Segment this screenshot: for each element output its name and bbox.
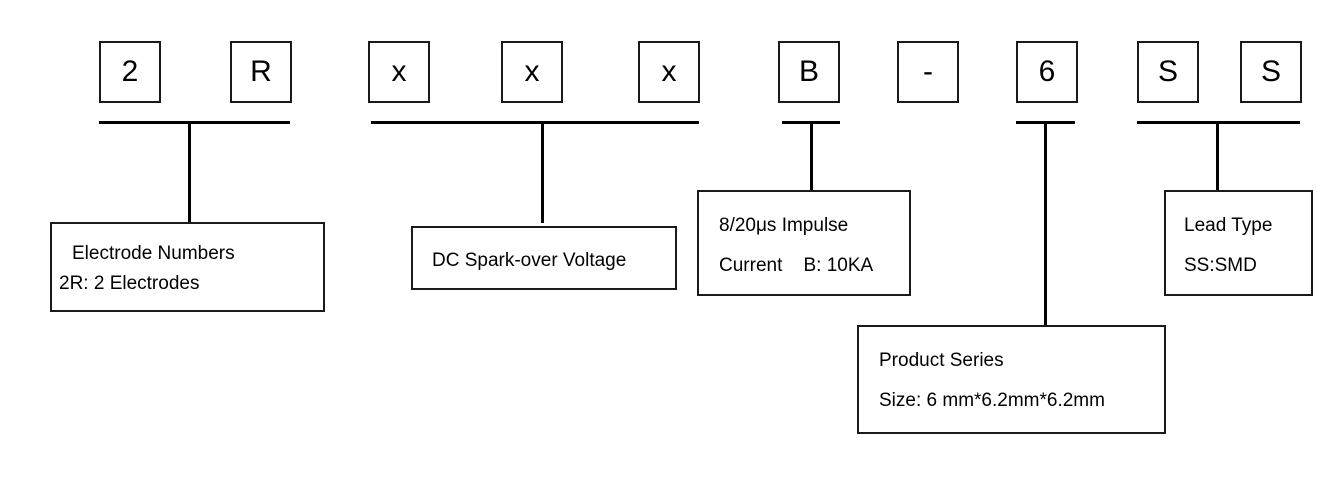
desc-electrode-numbers: Electrode Numbers 2R: 2 Electrodes: [50, 222, 325, 312]
desc-title: 8/20μs Impulse: [719, 215, 849, 236]
connector-series: [1044, 122, 1047, 327]
code-box-voltage-2: x: [501, 41, 563, 103]
code-box-voltage-1: x: [368, 41, 430, 103]
code-char: 6: [1038, 55, 1056, 88]
code-box-lead-2: S: [1240, 41, 1302, 103]
desc-title: Electrode Numbers: [72, 243, 235, 264]
code-box-electrode-2: R: [230, 41, 292, 103]
desc-detail: Size: 6 mm*6.2mm*6.2mm: [879, 390, 1105, 411]
code-box-voltage-3: x: [638, 41, 700, 103]
desc-detail: 2R: 2 Electrodes: [59, 273, 200, 294]
code-char: S: [1260, 55, 1281, 88]
bracket-electrode: [99, 121, 290, 124]
code-char: S: [1157, 55, 1178, 88]
code-char: x: [391, 55, 407, 88]
desc-impulse-current: 8/20μs Impulse Current B: 10KA: [697, 190, 911, 296]
code-char: 2: [121, 55, 139, 88]
desc-title: Product Series: [879, 350, 1004, 371]
connector-lead: [1216, 122, 1219, 192]
code-box-impulse: B: [778, 41, 840, 103]
connector-impulse: [810, 122, 813, 192]
bracket-voltage: [371, 121, 699, 124]
desc-detail: SS:SMD: [1184, 255, 1257, 276]
desc-lead-type: Lead Type SS:SMD: [1164, 190, 1313, 296]
code-char: -: [923, 55, 933, 88]
code-char: R: [250, 55, 272, 88]
desc-title: Lead Type: [1184, 215, 1273, 236]
desc-detail: Current B: 10KA: [719, 255, 874, 276]
code-box-separator: -: [897, 41, 959, 103]
code-char: x: [661, 55, 677, 88]
desc-product-series: Product Series Size: 6 mm*6.2mm*6.2mm: [857, 325, 1166, 434]
code-char: x: [524, 55, 540, 88]
code-char: B: [798, 55, 819, 88]
desc-dc-spark-over-voltage: DC Spark-over Voltage: [411, 226, 677, 290]
code-box-series: 6: [1016, 41, 1078, 103]
connector-electrode: [188, 122, 191, 223]
desc-title: DC Spark-over Voltage: [432, 250, 627, 271]
code-box-lead-1: S: [1137, 41, 1199, 103]
code-box-electrode-1: 2: [99, 41, 161, 103]
connector-voltage: [541, 122, 544, 223]
